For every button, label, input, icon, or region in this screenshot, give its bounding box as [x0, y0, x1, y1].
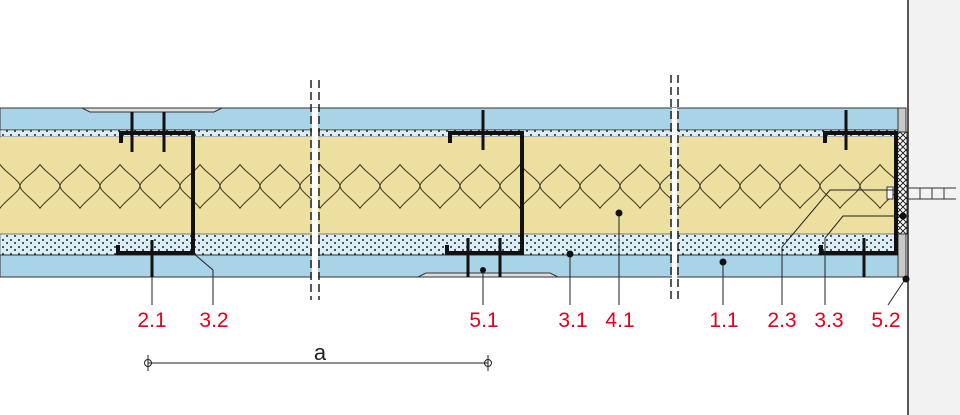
label-3-2: 3.2 — [199, 309, 229, 332]
c-profiles — [116, 131, 898, 255]
screws — [130, 110, 866, 277]
label-5-2: 5.2 — [871, 309, 901, 332]
label-5-1: 5.1 — [469, 309, 499, 332]
label-1-1: 1.1 — [709, 309, 739, 332]
label-2-1: 2.1 — [137, 309, 167, 332]
leader-lines — [147, 189, 907, 371]
label-3-3: 3.3 — [814, 309, 844, 332]
break-lines — [310, 75, 679, 300]
wall-dowel — [886, 186, 956, 200]
label-2-3: 2.3 — [767, 309, 797, 332]
dimension-label: a — [313, 340, 327, 365]
label-3-1: 3.1 — [558, 309, 588, 332]
label-4-1: 4.1 — [605, 309, 635, 332]
adjacent-wall — [908, 0, 960, 415]
